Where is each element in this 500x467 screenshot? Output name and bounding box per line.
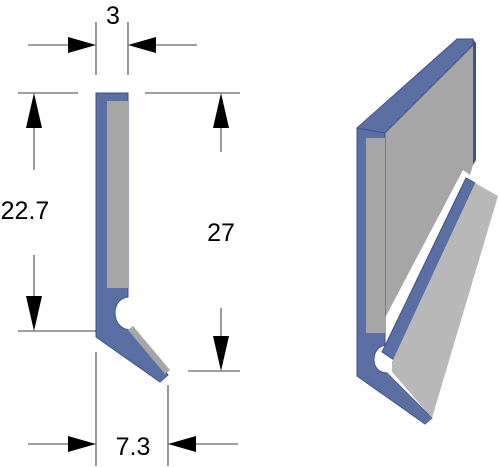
iso-bevel-face <box>392 183 498 418</box>
dimension-bottom-width: 7.3 <box>28 352 238 466</box>
arrow-left-icon <box>128 37 156 53</box>
arrow-left-icon <box>168 436 196 452</box>
arrow-right-icon <box>68 436 96 452</box>
profile-body <box>95 92 169 383</box>
isometric-view <box>356 38 498 425</box>
iso-bottom-edge <box>382 373 432 424</box>
dimension-thickness: 3 <box>28 2 197 75</box>
dimension-label-total-height: 27 <box>207 219 235 247</box>
dimension-inner-height: 22.7 <box>1 92 96 332</box>
profile-notch <box>118 306 136 324</box>
profile-inner-face <box>107 101 128 288</box>
arrow-right-icon <box>68 37 96 53</box>
iso-front-inner-face <box>366 138 385 333</box>
arrow-up-icon <box>26 93 42 128</box>
arrow-up-icon <box>213 93 229 128</box>
cross-section-profile <box>95 92 170 383</box>
dimension-label-inner-height: 22.7 <box>1 197 50 225</box>
dimension-label-bottom-width: 7.3 <box>116 433 151 461</box>
profile-bevel-face <box>128 326 170 374</box>
arrow-down-icon <box>213 336 229 371</box>
dimension-total-height: 27 <box>145 92 240 372</box>
dimension-label-thickness: 3 <box>106 2 120 30</box>
iso-right-edge <box>473 39 476 165</box>
arrow-down-icon <box>26 296 42 331</box>
